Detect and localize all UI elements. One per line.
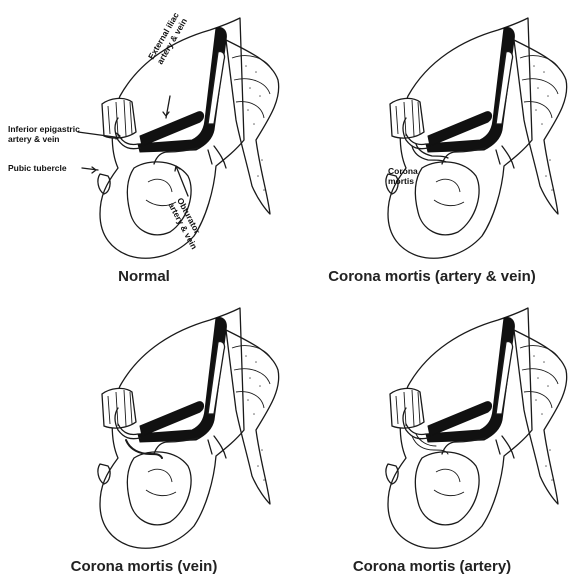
panel-corona-artery: Corona mortis (artery) xyxy=(288,290,576,580)
label-corona-mortis: Corona mortis xyxy=(388,166,418,186)
panel-normal: Inferior epigastric artery & vein Pubic … xyxy=(0,0,288,290)
caption-normal: Normal xyxy=(0,268,288,285)
pelvis-drawing-corona-artery xyxy=(288,290,576,580)
label-inferior-epigastric: Inferior epigastric artery & vein xyxy=(8,124,80,144)
label-pubic-tubercle: Pubic tubercle xyxy=(8,163,67,173)
pelvis-drawing-normal xyxy=(0,0,288,290)
caption-corona-artery-vein: Corona mortis (artery & vein) xyxy=(288,268,576,285)
caption-corona-artery: Corona mortis (artery) xyxy=(288,558,576,575)
pelvis-drawing-corona-artery-vein xyxy=(288,0,576,290)
pelvis-drawing-corona-vein xyxy=(0,290,288,580)
panel-corona-vein: Corona mortis (vein) xyxy=(0,290,288,580)
caption-corona-vein: Corona mortis (vein) xyxy=(0,558,288,575)
panel-corona-artery-vein: Corona mortis Corona mortis (artery & ve… xyxy=(288,0,576,290)
